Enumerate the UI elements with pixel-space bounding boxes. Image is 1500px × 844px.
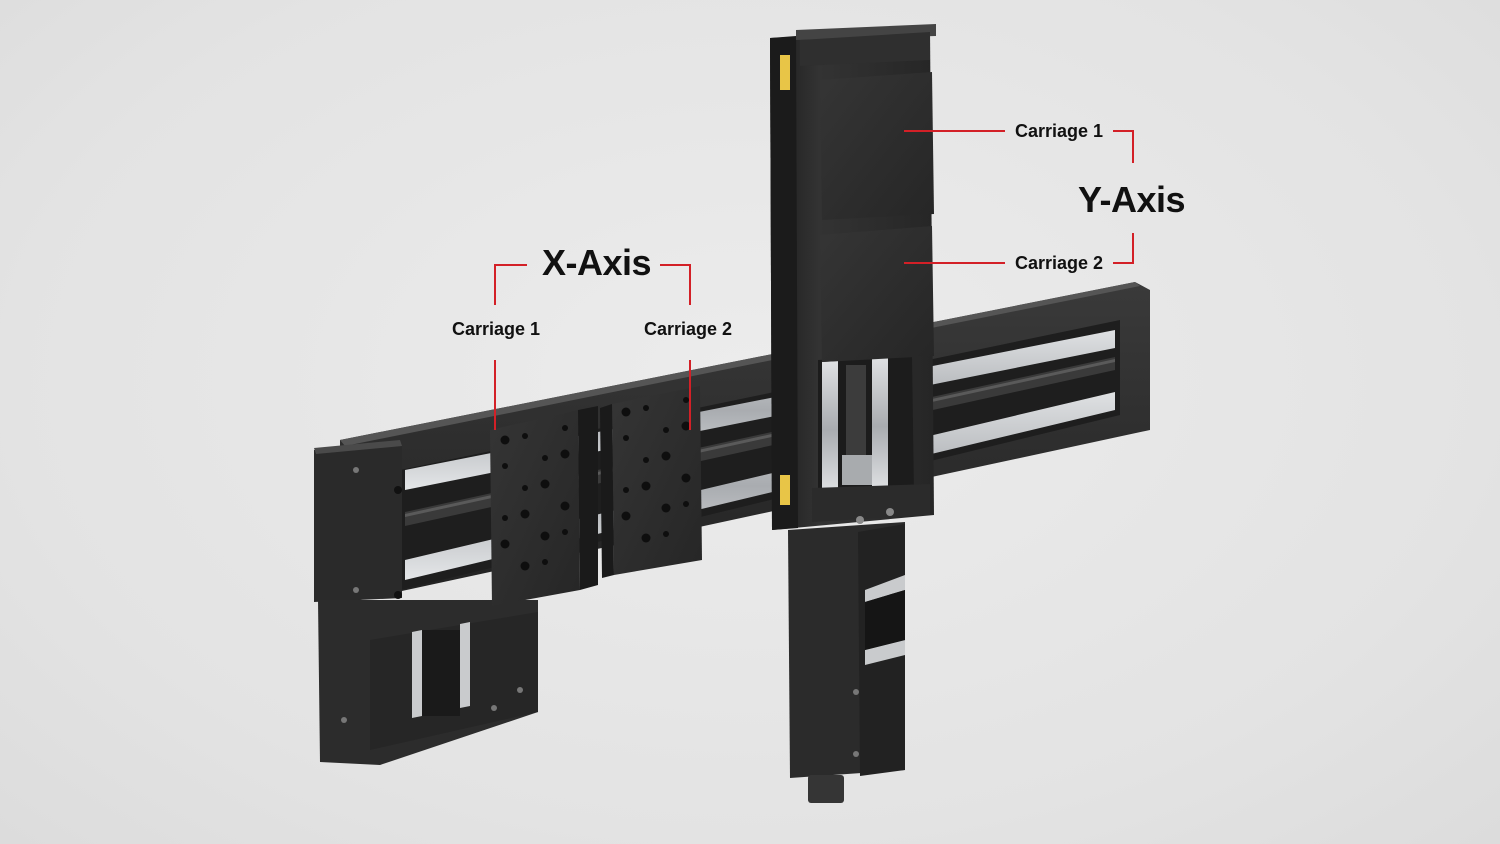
mounting-hole (623, 487, 629, 493)
mounting-hole (663, 531, 669, 537)
mounting-hole (683, 501, 689, 507)
mounting-hole (683, 397, 689, 403)
mounting-hole (520, 509, 530, 519)
mounting-hole (623, 435, 629, 441)
mounting-hole (500, 435, 510, 445)
mounting-hole (641, 533, 651, 543)
y-axis-motor (788, 522, 905, 803)
x-axis-carriage-1-label: Carriage 1 (452, 319, 541, 339)
x-axis-carriage-1 (490, 406, 598, 606)
y-axis-base-block (812, 484, 930, 524)
mounting-hole (681, 473, 691, 483)
mounting-hole (661, 451, 671, 461)
x-axis-bracket-right (660, 264, 691, 305)
mounting-hole (661, 503, 671, 513)
y-axis-carriage-1-label: Carriage 1 (1015, 121, 1104, 141)
warning-label-bottom (780, 475, 790, 505)
mounting-hole (681, 421, 691, 431)
x-axis-motor (318, 600, 538, 765)
mounting-hole (540, 531, 550, 541)
mounting-hole (500, 539, 510, 549)
y-axis-carriage-2-label: Carriage 2 (1015, 253, 1104, 273)
mounting-hole (542, 455, 548, 461)
y-axis-bracket-top (1113, 130, 1134, 163)
y-axis-carriage-1 (820, 72, 934, 220)
callout-lines (494, 130, 1134, 430)
mounting-hole (663, 427, 669, 433)
x-axis-end-block (314, 440, 402, 602)
mounting-hole (522, 485, 528, 491)
y-axis-bracket-bottom (1113, 233, 1134, 264)
mounting-hole (520, 561, 530, 571)
mounting-hole (621, 511, 631, 521)
mounting-hole (562, 425, 568, 431)
mounting-hole (502, 515, 508, 521)
warning-label-top (780, 55, 790, 90)
mounting-hole (562, 529, 568, 535)
mounting-hole (542, 559, 548, 565)
mounting-hole (560, 501, 570, 511)
x-axis-title: X-Axis (542, 242, 652, 283)
y-axis-carriage-2 (820, 226, 934, 362)
x-axis-bracket-left (494, 264, 527, 305)
mounting-hole (560, 449, 570, 459)
y-axis-motor-shaft (808, 775, 844, 803)
mounting-hole (621, 407, 631, 417)
mounting-hole (643, 457, 649, 463)
x-axis-carriage-2-label: Carriage 2 (644, 319, 733, 339)
mounting-hole (540, 479, 550, 489)
mounting-hole (522, 433, 528, 439)
y-axis-title: Y-Axis (1078, 179, 1186, 220)
mounting-hole (502, 463, 508, 469)
x-axis-carriage-2 (600, 386, 702, 578)
mounting-hole (641, 481, 651, 491)
mounting-hole (643, 405, 649, 411)
